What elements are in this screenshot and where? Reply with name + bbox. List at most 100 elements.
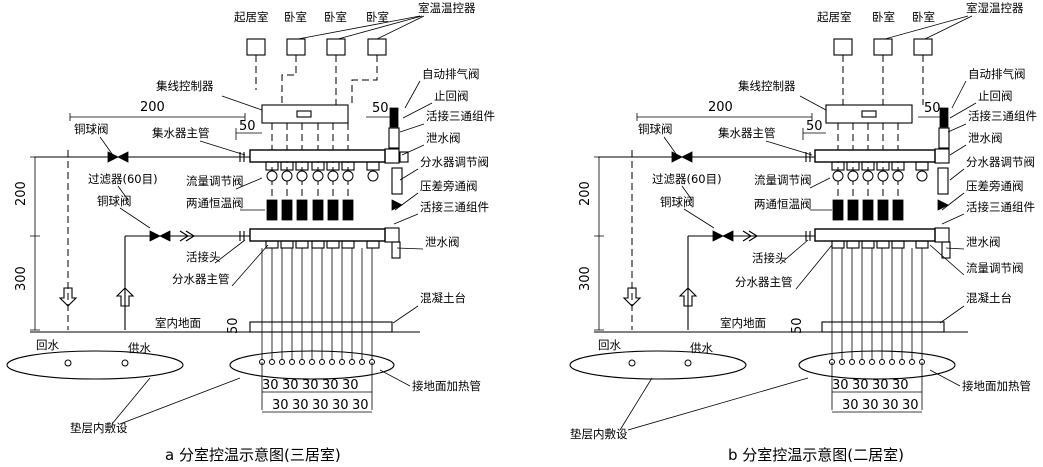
control-wires	[842, 55, 924, 105]
leader-line	[799, 95, 827, 111]
heating-pipes	[831, 248, 923, 362]
dim-line	[69, 113, 246, 121]
room-label: 卧室	[284, 10, 307, 24]
collector-main-label: 集水器主管	[152, 126, 210, 140]
collector-manifold	[814, 149, 936, 163]
three-way-fitting	[934, 227, 950, 243]
distributor-manifold	[249, 228, 386, 242]
check-valve-label: 止回阀	[978, 89, 1013, 103]
in-layer-label: 垫层内敷设	[570, 427, 628, 441]
ball-valve-icon	[712, 230, 734, 242]
leader-line	[379, 369, 411, 387]
filter-label: 过滤器(60目)	[652, 172, 722, 186]
spacing-dim: 30	[342, 378, 359, 393]
spacing-dim: 30	[862, 398, 879, 413]
leader-lines-left	[99, 136, 269, 287]
union-fitting	[239, 152, 245, 162]
spacing-dim: 30	[882, 398, 899, 413]
supply-water-label: 供水	[128, 341, 151, 355]
dim-300-v: 300	[14, 266, 29, 291]
filter-icon	[179, 230, 196, 242]
caption-b: b 分室控温示意图(二居室)	[728, 446, 904, 464]
concrete-base	[821, 321, 945, 333]
leader-line	[884, 15, 973, 40]
bypass-valve	[391, 167, 403, 195]
collector-manifold	[249, 149, 386, 163]
drain-valve	[399, 151, 409, 163]
three-way-bottom-label: 活接三通组件	[966, 200, 1035, 214]
dim-line	[802, 128, 826, 140]
in-layer-label: 垫层内敷设	[70, 421, 128, 435]
supply-arrow-icon	[678, 287, 698, 307]
return-water-label: 回水	[598, 338, 621, 352]
dim-200-v: 200	[14, 181, 29, 206]
room-label: 起居室	[817, 10, 852, 24]
copper-ball-valve-top-label: 铜球阀	[74, 122, 109, 136]
indoor-floor-label: 室内地面	[720, 316, 766, 330]
bypass-valve	[937, 167, 949, 195]
thermostat-label: 室湿温控器	[966, 1, 1024, 15]
dim-50-a: 50	[806, 119, 823, 134]
thermostat-box	[246, 38, 266, 56]
indoor-floor-label: 室内地面	[155, 316, 201, 330]
leader-line	[619, 377, 809, 431]
return-arrow-icon	[622, 287, 642, 307]
distributor-manifold	[814, 228, 936, 242]
drain-valve-bottom-label: 泄水阀	[425, 235, 460, 249]
three-way-top-label: 活接三通组件	[426, 109, 495, 123]
dim-50-v: 50	[226, 317, 241, 334]
room-label: 卧室	[366, 10, 389, 24]
dim-50-b: 50	[372, 101, 389, 116]
spacing-dim: 30	[352, 398, 369, 413]
thermostat-box	[326, 38, 346, 56]
diagram-a: 起居室 卧室 卧室 卧室 室温温控器 集线控制器 200 50 50 自动排气阀…	[6, 1, 495, 464]
two-way-valve-label: 两通恒温阀	[754, 197, 812, 211]
drain-valve	[391, 241, 401, 259]
bypass-valve-icon	[391, 199, 403, 211]
heating-pipe-label: 接地面加热管	[412, 379, 481, 393]
heating-pipe-label: 接地面加热管	[962, 379, 1031, 393]
supply-water-label: 供水	[690, 341, 713, 355]
spacing-dim: 30	[322, 378, 339, 393]
dim-50-v: 50	[790, 317, 805, 334]
spacing-dim: 30	[852, 378, 869, 393]
two-way-valve-label: 两通恒温阀	[186, 196, 244, 210]
dist-main-label: 分水器主管	[172, 272, 230, 286]
flow-adjust-valve-bottom-label: 流量调节阀	[966, 261, 1024, 275]
auto-air-valve	[939, 107, 949, 128]
caption-a: a 分室控温示意图(三居室)	[165, 446, 341, 464]
thermostat-box	[913, 38, 933, 56]
check-valve	[938, 127, 950, 149]
wiring-controller	[825, 104, 913, 124]
spacing-dim: 30	[842, 398, 859, 413]
leader-line	[111, 377, 241, 425]
three-way-fitting	[934, 148, 950, 164]
leader-lines-right	[392, 80, 433, 324]
concrete-base-label: 混凝土台	[420, 291, 466, 305]
dist-adjust-valve-label: 分水器调节阀	[420, 155, 489, 169]
drain-valve-bottom-label: 泄水阀	[966, 235, 1001, 249]
upper-valve-row	[831, 161, 929, 182]
union-label: 活接头	[752, 251, 787, 265]
leader-lines-right	[929, 80, 977, 324]
flow-adjust-valve-label: 流量调节阀	[754, 173, 812, 187]
three-way-top-label: 活接三通组件	[968, 109, 1037, 123]
return-arrow-icon	[58, 287, 78, 307]
layer-ellipse-right	[798, 350, 956, 380]
lower-valve-row	[265, 240, 380, 249]
three-way-bottom-label: 活接三通组件	[420, 200, 489, 214]
copper-ball-valve-top-label: 铜球阀	[638, 122, 673, 136]
spacing-dim: 30	[302, 378, 319, 393]
spacing-dim: 30	[332, 398, 349, 413]
controller-indicator	[861, 110, 877, 118]
filter-icon	[742, 230, 759, 242]
spacing-dim: 30	[872, 378, 889, 393]
three-way-fitting	[384, 227, 400, 243]
thermostat-box	[833, 38, 853, 56]
pipe-ends	[259, 359, 375, 365]
diagram-b: 起居室 卧室 卧室 室湿温控器 集线控制器 200 50 50 自动排气阀 止回…	[569, 1, 1037, 464]
ball-valve-icon	[107, 151, 129, 163]
wiring-controller-label: 集线控制器	[738, 79, 796, 93]
diff-bypass-valve-label: 压差旁通阀	[420, 179, 478, 193]
